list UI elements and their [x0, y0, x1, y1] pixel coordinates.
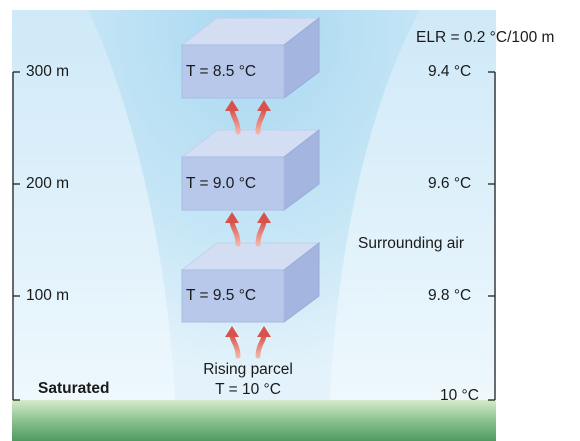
elr-label: ELR = 0.2 °C/100 m	[416, 29, 555, 46]
altitude-label-100m: 100 m	[26, 287, 70, 304]
rising-arrows	[225, 100, 271, 359]
parcel-temp-200m: T = 9.0 °C	[186, 175, 257, 192]
ground	[12, 400, 496, 441]
arrow-head	[257, 212, 271, 223]
altitude-label-200m: 200 m	[26, 175, 70, 192]
parcel-temp-300m: T = 8.5 °C	[186, 63, 257, 80]
parcel-box-200m	[180, 128, 321, 211]
temperature-bracket	[488, 71, 496, 401]
parcel-box-300m	[180, 16, 321, 99]
surrounding-temp-100m: 9.8 °C	[428, 287, 472, 304]
arrow-head	[225, 212, 239, 223]
saturated-label: Saturated	[38, 380, 110, 397]
altitude-label-300m: 300 m	[26, 63, 70, 80]
rising-parcel-label: Rising parcel	[203, 361, 293, 378]
parcel-temp-100m: T = 9.5 °C	[186, 287, 257, 304]
surrounding-temp-ground: 10 °C	[440, 387, 479, 404]
arrow-head	[225, 100, 239, 111]
rising-parcel-temp: T = 10 °C	[215, 381, 281, 398]
arrow-head	[225, 326, 239, 337]
altitude-bracket	[12, 71, 20, 401]
surrounding-air-label: Surrounding air	[358, 235, 464, 252]
arrow-head	[257, 326, 271, 337]
arrow-head	[257, 100, 271, 111]
surrounding-temp-300m: 9.4 °C	[428, 63, 472, 80]
surrounding-temp-200m: 9.6 °C	[428, 175, 472, 192]
parcel-box-100m	[180, 241, 321, 323]
